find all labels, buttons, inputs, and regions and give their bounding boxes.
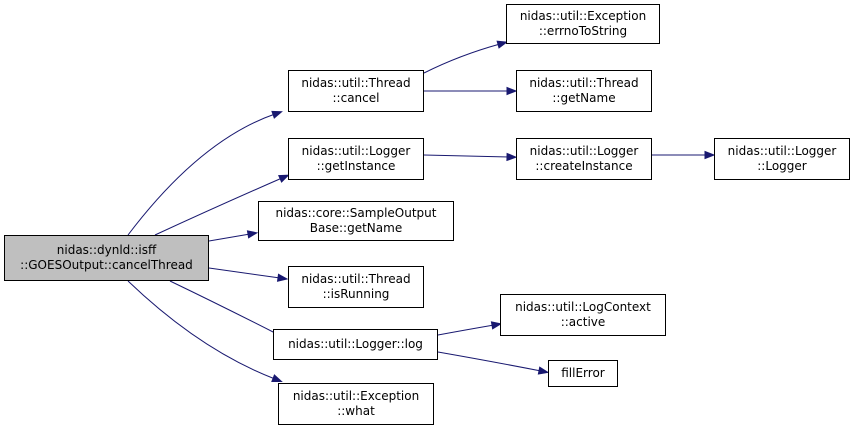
edge-root-to-exception-what <box>127 280 276 380</box>
node-exception-errnotostring[interactable]: nidas::util::Exception::errnoToString <box>506 4 660 44</box>
node-label-line: nidas::util::Logger::log <box>288 337 423 351</box>
node-label-line: nidas::util::Thread <box>301 272 411 286</box>
node-exception-what[interactable]: nidas::util::Exception::what <box>278 383 434 425</box>
node-logcontext-active[interactable]: nidas::util::LogContext::active <box>500 294 666 336</box>
edge-root-to-logger-getinstance-arrowhead <box>278 174 290 183</box>
node-label-line: ::what <box>337 404 375 418</box>
edge-logger-log-to-fillerror-arrowhead <box>537 366 550 375</box>
edge-thread-cancel-to-thread-getname-arrowhead <box>506 86 518 96</box>
node-label-line: ::cancel <box>332 91 380 105</box>
node-label-line: nidas::util::Thread <box>301 76 411 90</box>
node-thread-isrunning[interactable]: nidas::util::Thread::isRunning <box>288 266 424 308</box>
edge-root-to-thread-isrunning-arrowhead <box>276 273 289 282</box>
node-label-line: nidas::util::Exception <box>292 389 420 403</box>
node-logger-logger[interactable]: nidas::util::Logger::Logger <box>714 138 850 180</box>
node-label-line: nidas::core::SampleOutput <box>275 206 437 220</box>
node-label-line: ::getName <box>552 91 616 105</box>
node-label-line: nidas::util::LogContext <box>515 300 651 314</box>
node-label-line: ::isRunning <box>322 287 390 301</box>
edge-root-to-exception-what-arrowhead <box>271 374 283 383</box>
node-label-line: fillError <box>561 366 605 380</box>
node-thread-getname[interactable]: nidas::util::Thread::getName <box>516 70 652 112</box>
node-label-line: ::createInstance <box>535 159 633 173</box>
node-logger-createinstance[interactable]: nidas::util::Logger::createInstance <box>516 138 652 180</box>
node-logger-log[interactable]: nidas::util::Logger::log <box>273 329 438 360</box>
edge-thread-cancel-to-exception-errnotostring-arrowhead <box>496 40 509 49</box>
node-label-line: ::errnoToString <box>538 24 628 38</box>
edge-root-to-sampleoutputbase-getname-arrowhead <box>246 230 259 239</box>
node-label-line: Base::getName <box>309 221 403 235</box>
edge-logger-log-to-fillerror <box>437 351 542 372</box>
node-logger-getinstance[interactable]: nidas::util::Logger::getInstance <box>288 138 424 180</box>
edge-thread-cancel-to-exception-errnotostring <box>423 43 501 74</box>
edge-logger-createinstance-to-logger-logger-arrowhead <box>704 150 716 160</box>
node-label-line: ::active <box>560 315 606 329</box>
edge-root-to-logger-getinstance <box>154 177 283 236</box>
node-fillerror[interactable]: fillError <box>548 360 618 387</box>
edge-root-to-thread-isrunning <box>208 267 281 279</box>
node-label-line: ::getInstance <box>316 159 396 173</box>
edge-root-to-sampleoutputbase-getname <box>208 233 251 242</box>
node-label-line: nidas::util::Thread <box>529 76 639 90</box>
edge-root-to-thread-cancel-arrowhead <box>271 110 283 119</box>
node-label-line: nidas::util::Logger <box>301 144 411 158</box>
edge-logger-getinstance-to-logger-createinstance <box>423 154 510 158</box>
edge-root-to-thread-cancel <box>127 113 276 236</box>
node-label-line: nidas::util::Logger <box>529 144 639 158</box>
edge-logger-getinstance-to-logger-createinstance-arrowhead <box>506 152 518 162</box>
edge-logger-log-to-logcontext-active-arrowhead <box>490 321 503 330</box>
node-label-line: nidas::util::Logger <box>727 144 837 158</box>
node-label-line: ::Logger <box>757 159 807 173</box>
edge-logger-log-to-logcontext-active <box>437 324 495 336</box>
node-root: nidas::dynld::isff::GOESOutput::cancelTh… <box>4 235 209 281</box>
node-label-line: nidas::dynld::isff <box>56 243 157 257</box>
node-label-line: nidas::util::Exception <box>519 9 647 23</box>
node-thread-cancel[interactable]: nidas::util::Thread::cancel <box>288 70 424 112</box>
edge-root-to-logger-log <box>169 280 278 335</box>
node-label-line: ::GOESOutput::cancelThread <box>20 258 193 272</box>
